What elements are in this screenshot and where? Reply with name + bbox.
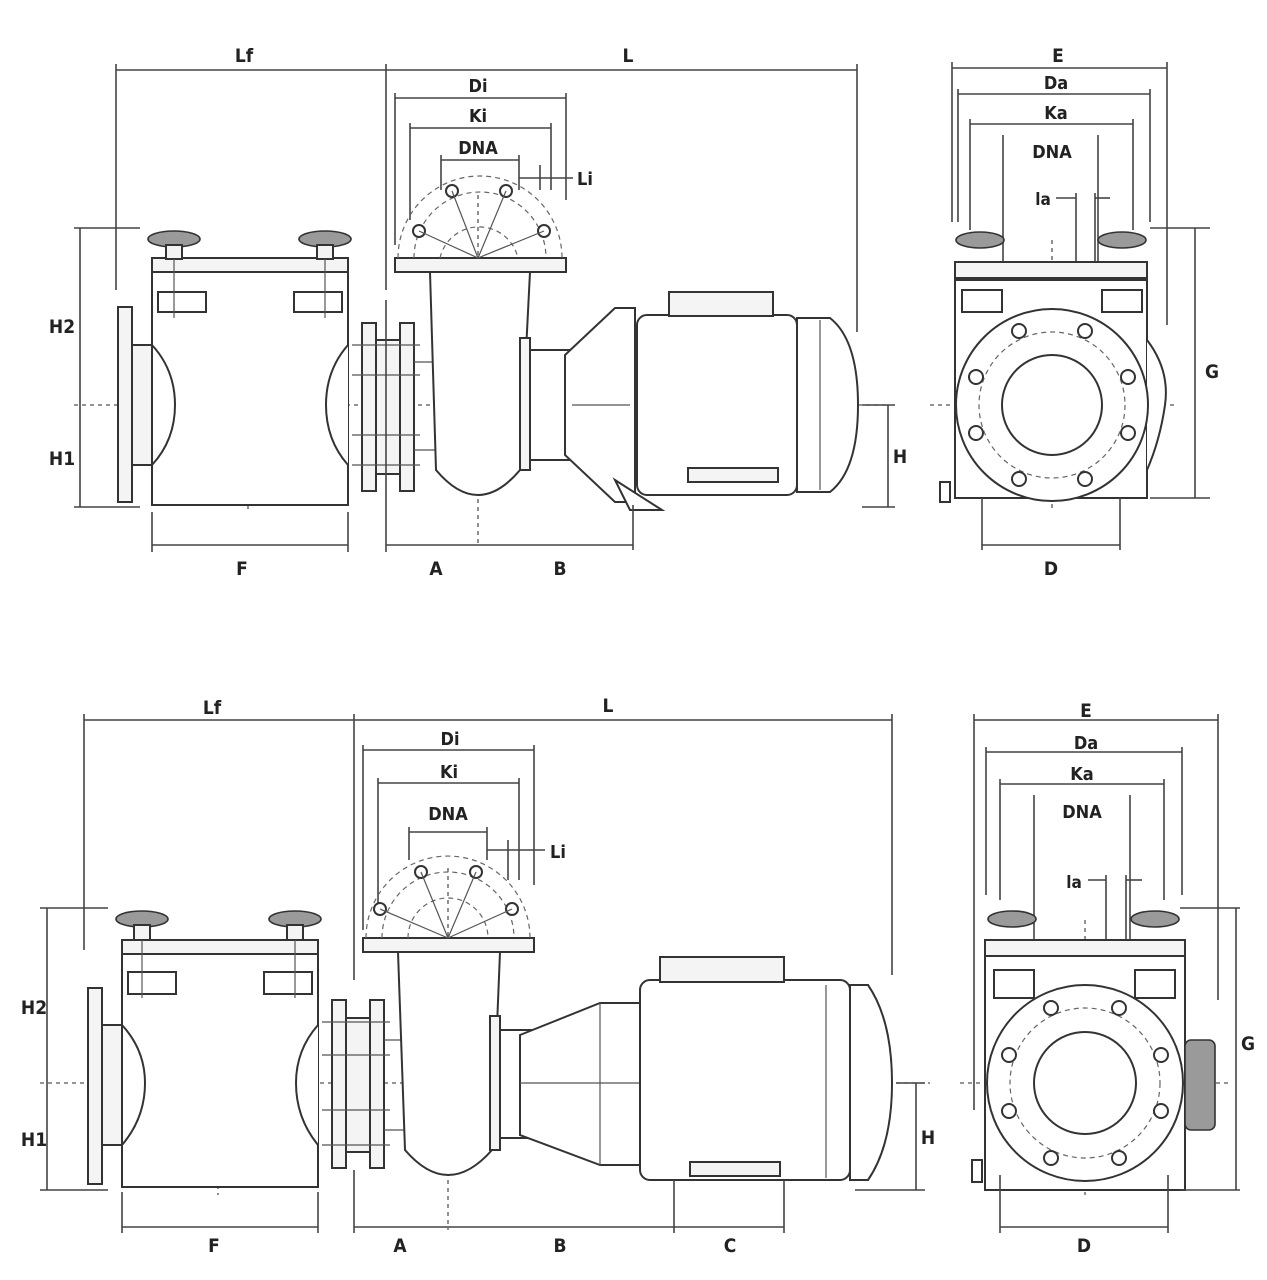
top-label-ka: Ka [1044, 103, 1067, 124]
top-label-d: D [1044, 558, 1058, 580]
top-handwheel-right [298, 230, 352, 318]
top-motor [636, 291, 860, 496]
top-label-dna-front: DNA [1032, 142, 1072, 163]
top-dim-flange: Di Ki DNA Li [394, 76, 593, 245]
bottom-label-f: F [208, 1235, 220, 1257]
top-label-l: L [623, 45, 634, 67]
top-bracket [519, 307, 666, 550]
bottom-coupling-flange [322, 999, 410, 1169]
bottom-dim-l: L [354, 695, 893, 975]
top-dim-front-widths: E Da Ka DNA la [951, 45, 1168, 330]
top-label-da: Da [1044, 73, 1068, 94]
top-label-h1: H1 [49, 448, 75, 470]
bottom-dim-h: H [855, 1082, 935, 1191]
bottom-motor [639, 956, 894, 1181]
bottom-label-dna-front: DNA [1062, 802, 1102, 823]
top-diagram: Lf L Di Ki DNA [49, 45, 1219, 580]
top-dim-lf: Lf [115, 45, 387, 290]
bottom-front-body [971, 910, 1216, 1191]
top-front-body [939, 231, 1167, 503]
bottom-diagram: Lf L Di Ki DNA [21, 695, 1255, 1257]
bottom-label-a: A [393, 1235, 407, 1257]
bottom-handwheel-right [268, 910, 322, 998]
bottom-label-c: C [724, 1235, 737, 1257]
top-handwheel-left [147, 230, 201, 318]
bottom-dim-d: D [999, 1175, 1169, 1257]
bottom-pump-volute [362, 855, 535, 1176]
bottom-front-view: E Da Ka DNA la [960, 700, 1255, 1257]
bottom-handwheel-left [115, 910, 169, 998]
bottom-label-h2: H2 [21, 997, 47, 1019]
top-dim-d: D [981, 498, 1121, 580]
bottom-bracket [489, 1002, 641, 1166]
top-label-a: A [429, 558, 443, 580]
top-strainer [117, 230, 352, 506]
top-front-view: E Da Ka DNA la [930, 45, 1219, 580]
bottom-side-view: Lf L Di Ki DNA [21, 695, 935, 1257]
bottom-dim-flange: Di Ki DNA Li [362, 729, 566, 930]
top-dim-h: H [862, 404, 907, 508]
bottom-strainer [87, 910, 322, 1188]
bottom-label-e: E [1080, 700, 1092, 722]
bottom-dim-front-widths: E Da Ka DNA la [973, 700, 1219, 1110]
bottom-dim-heights: H2 H1 [21, 907, 108, 1191]
top-label-li: Li [577, 169, 593, 190]
bottom-label-ki: Ki [440, 762, 458, 783]
bottom-label-dna: DNA [428, 804, 468, 825]
top-label-lf: Lf [235, 45, 254, 67]
top-label-dna: DNA [458, 138, 498, 159]
top-dim-heights: H2 H1 [49, 227, 140, 508]
top-label-e: E [1052, 45, 1064, 67]
top-dim-g: G [1150, 227, 1219, 499]
bottom-label-b: B [553, 1235, 566, 1257]
bottom-label-di: Di [441, 729, 460, 750]
bottom-label-li: Li [550, 842, 566, 863]
top-label-f: F [236, 558, 248, 580]
top-label-ki: Ki [469, 106, 487, 127]
top-label-di: Di [469, 76, 488, 97]
bottom-dim-bottom: F A B C [121, 1170, 785, 1257]
bottom-label-ka: Ka [1070, 764, 1093, 785]
bottom-label-lf: Lf [203, 697, 222, 719]
top-dim-l: L [386, 45, 858, 332]
top-dim-bottom: F A B [151, 300, 633, 580]
bottom-dim-lf: Lf [83, 697, 355, 980]
bottom-label-g: G [1241, 1033, 1255, 1055]
bottom-label-da: Da [1074, 733, 1098, 754]
top-coupling-flange [352, 322, 440, 492]
top-label-b: B [553, 558, 566, 580]
top-label-la: la [1035, 190, 1051, 210]
top-pump-volute [394, 175, 567, 496]
bottom-label-d: D [1077, 1235, 1091, 1257]
bottom-label-la: la [1066, 873, 1082, 893]
bottom-label-l: L [603, 695, 614, 717]
bottom-dim-g: G [1180, 907, 1255, 1191]
top-label-h2: H2 [49, 316, 75, 338]
bottom-label-h: H [921, 1127, 935, 1149]
top-label-h: H [893, 446, 907, 468]
bottom-label-h1: H1 [21, 1129, 47, 1151]
top-label-g: G [1205, 361, 1219, 383]
top-side-view: Lf L Di Ki DNA [49, 45, 907, 580]
